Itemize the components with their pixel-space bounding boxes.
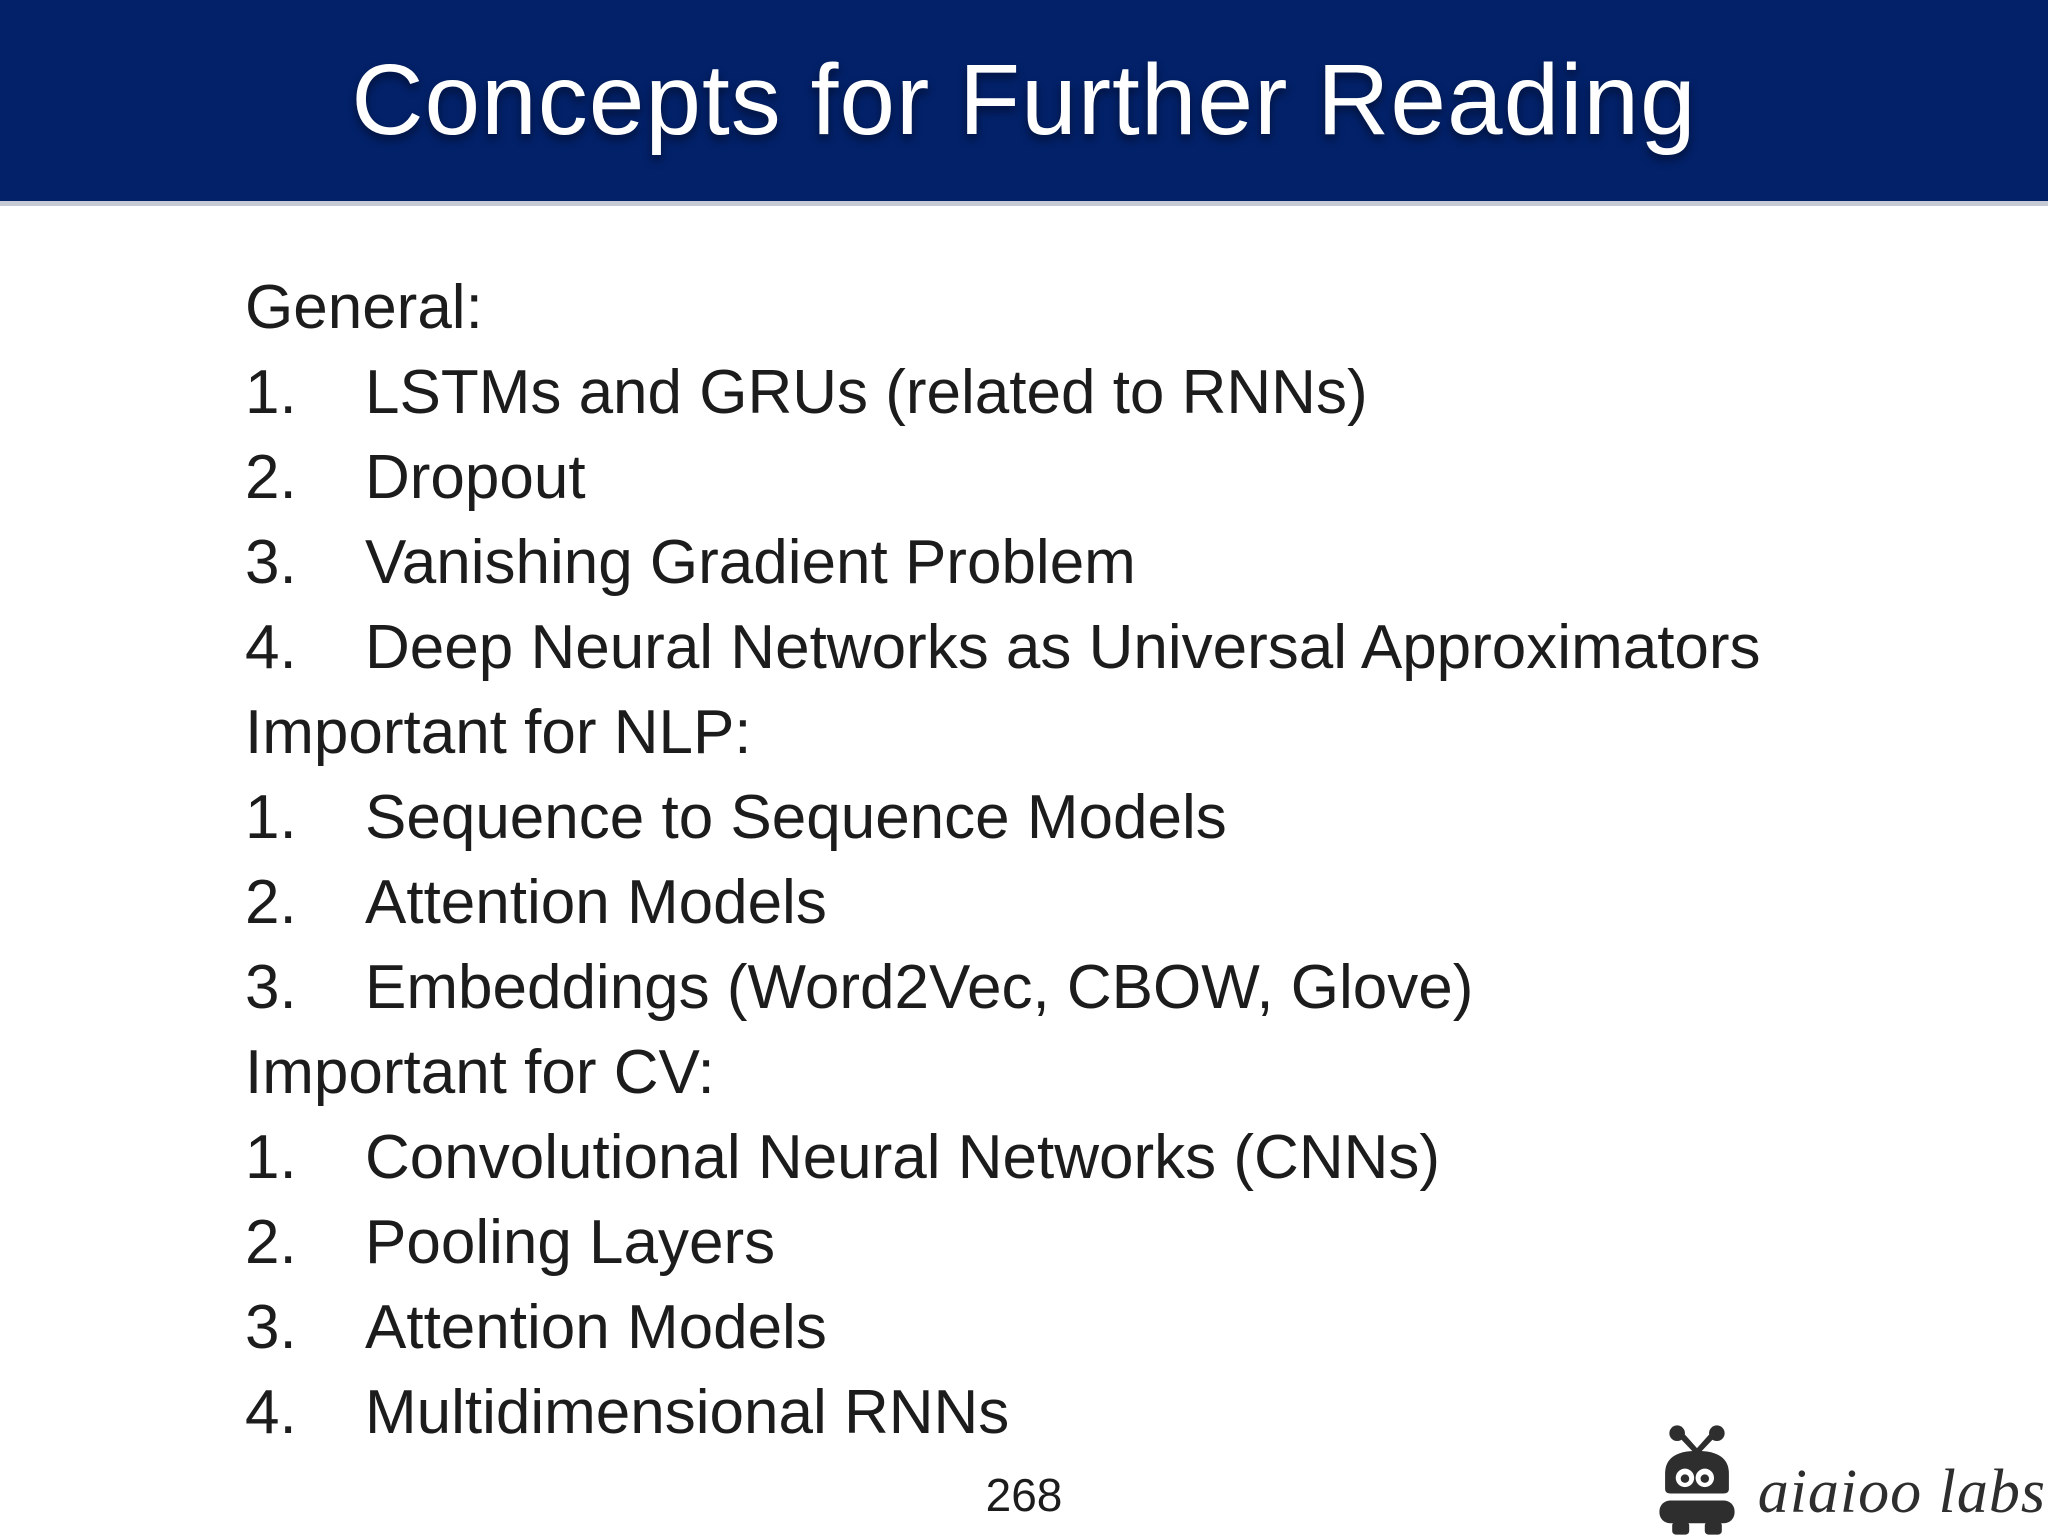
item-number: 4. [245, 1378, 297, 1447]
logo-text: aiaioo labs [1757, 1458, 2046, 1526]
item-number: 2. [245, 868, 297, 937]
section-heading-general: General: [245, 273, 483, 342]
slide-title: Concepts for Further Reading [351, 44, 1697, 156]
item-number: 2. [245, 443, 297, 512]
page-number: 268 [985, 1469, 1063, 1521]
item-number: 3. [245, 1293, 297, 1362]
item-text: Dropout [365, 443, 586, 512]
item-text: Attention Models [365, 1293, 827, 1362]
item-text: Embeddings (Word2Vec, CBOW, Glove) [365, 953, 1474, 1022]
item-number: 3. [245, 528, 297, 597]
slide-body: General: 1. LSTMs and GRUs (related to R… [245, 265, 1988, 1455]
list-item: 3. Vanishing Gradient Problem [245, 520, 1988, 605]
item-text: Convolutional Neural Networks (CNNs) [365, 1123, 1441, 1192]
item-number: 4. [245, 613, 297, 682]
list-item: 4. Multidimensional RNNs [245, 1370, 1988, 1455]
item-number: 1. [245, 1123, 297, 1192]
item-number: 3. [245, 953, 297, 1022]
list-item: 2. Dropout [245, 435, 1988, 520]
slide-header: Concepts for Further Reading [0, 0, 2048, 206]
aiaioo-robot-icon [1658, 1424, 1736, 1536]
list-item: 2. Attention Models [245, 860, 1988, 945]
list-item: 4. Deep Neural Networks as Universal App… [245, 605, 1988, 690]
list-item: 2. Pooling Layers [245, 1200, 1988, 1285]
item-text: Sequence to Sequence Models [365, 783, 1227, 852]
list-item: 1. LSTMs and GRUs (related to RNNs) [245, 350, 1988, 435]
item-text: Vanishing Gradient Problem [365, 528, 1136, 597]
aiaioo-labs-logo: aiaioo labs [1658, 1424, 2046, 1536]
item-number: 1. [245, 783, 297, 852]
list-item: 3. Attention Models [245, 1285, 1988, 1370]
section-heading-cv: Important for CV: [245, 1038, 715, 1107]
list-item: 1. Sequence to Sequence Models [245, 775, 1988, 860]
item-text: Deep Neural Networks as Universal Approx… [365, 613, 1761, 682]
item-number: 1. [245, 358, 297, 427]
item-text: Multidimensional RNNs [365, 1378, 1010, 1447]
item-text: LSTMs and GRUs (related to RNNs) [365, 358, 1368, 427]
list-item: 1. Convolutional Neural Networks (CNNs) [245, 1115, 1988, 1200]
item-text: Attention Models [365, 868, 827, 937]
list-item: 3. Embeddings (Word2Vec, CBOW, Glove) [245, 945, 1988, 1030]
section-heading-nlp: Important for NLP: [245, 698, 752, 767]
item-text: Pooling Layers [365, 1208, 776, 1277]
item-number: 2. [245, 1208, 297, 1277]
